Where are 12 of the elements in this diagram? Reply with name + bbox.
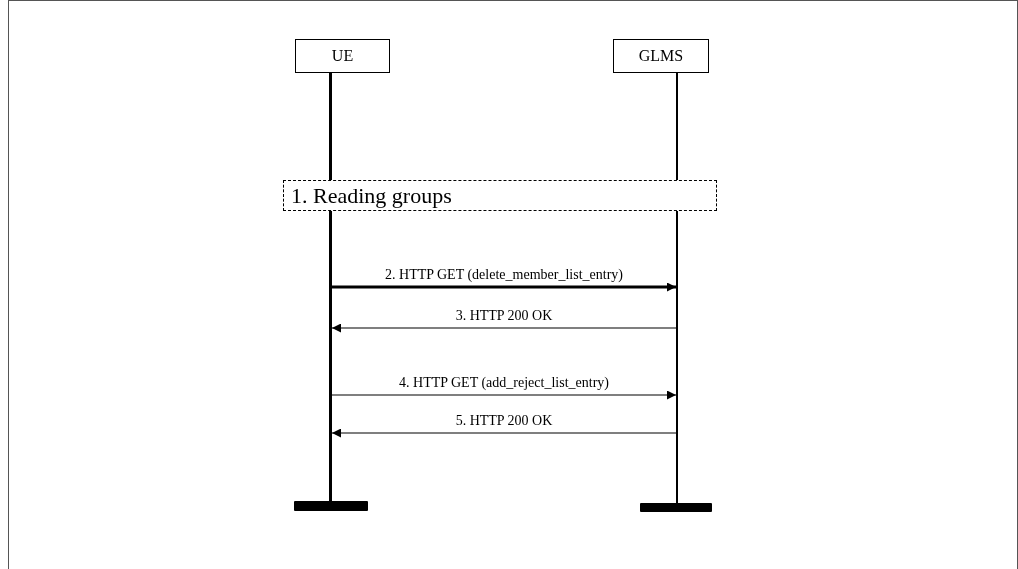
lifeline-end-bar [294,501,368,511]
message-arrow [331,323,677,333]
message-arrow [331,428,677,438]
participant-box: UE [295,39,390,73]
message-label: 4. HTTP GET (add_reject_list_entry) [397,374,611,392]
message-arrow [331,390,677,400]
message-label: 2. HTTP GET (delete_member_list_entry) [383,266,625,284]
lifeline-end-bar [640,503,712,512]
participant-box: GLMS [613,39,709,73]
group-title: 1. Reading groups [291,182,452,209]
message-arrow [332,282,676,292]
lifeline [676,73,678,503]
